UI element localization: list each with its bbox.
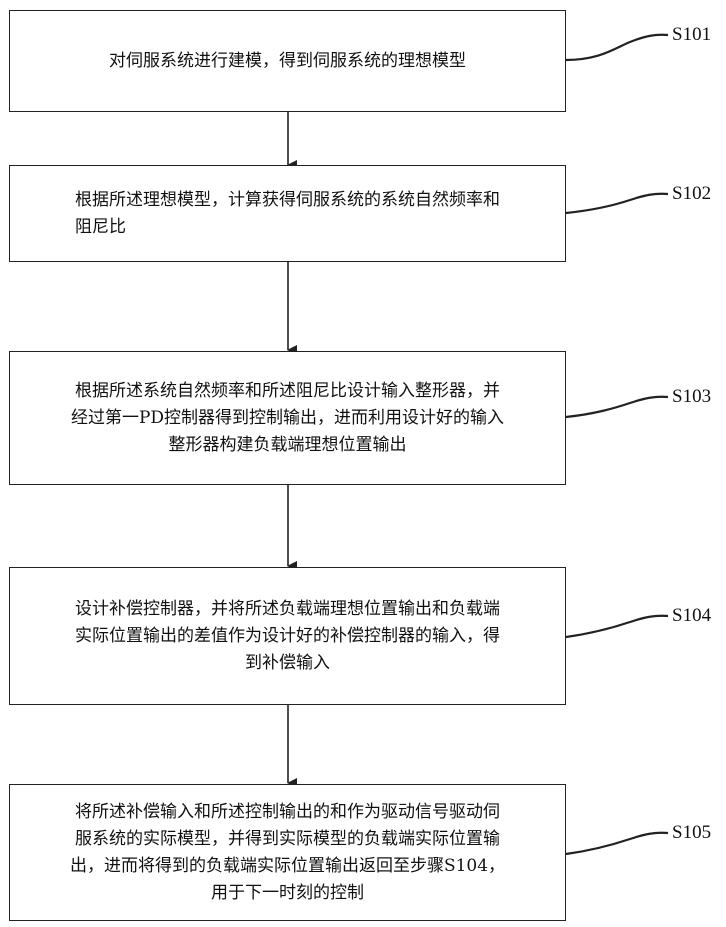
step-label-s101: S101 [672,24,711,46]
step-text-s104: 设计补偿控制器，并将所述负载端理想位置输出和负载端 实际位置输出的差值作为设计好… [75,596,500,677]
leader-s103 [566,397,668,417]
step-box-s104: 设计补偿控制器，并将所述负载端理想位置输出和负载端 实际位置输出的差值作为设计好… [9,567,566,705]
step-text-s101: 对伺服系统进行建模，得到伺服系统的理想模型 [109,48,466,75]
leader-s102 [566,194,668,213]
step-label-s104: S104 [672,605,711,627]
step-box-s103: 根据所述系统自然频率和所述阻尼比设计输入整形器，并 经过第一PD控制器得到控制输… [9,351,566,485]
step-box-s101: 对伺服系统进行建模，得到伺服系统的理想模型 [9,10,566,112]
leader-s105 [566,833,668,854]
leader-s101 [566,35,668,60]
leader-s104 [566,616,668,637]
step-label-s103: S103 [672,386,711,408]
step-box-s105: 将所述补偿输入和所述控制输出的和作为驱动信号驱动伺 服系统的实际模型，并得到实际… [9,784,566,921]
step-text-s103: 根据所述系统自然频率和所述阻尼比设计输入整形器，并 经过第一PD控制器得到控制输… [71,378,504,459]
step-label-s105: S105 [672,822,711,844]
step-text-s102: 根据所述理想模型，计算获得伺服系统的系统自然频率和 阻尼比 [75,187,500,241]
step-label-s102: S102 [672,183,711,205]
step-box-s102: 根据所述理想模型，计算获得伺服系统的系统自然频率和 阻尼比 [9,165,566,262]
step-text-s105: 将所述补偿输入和所述控制输出的和作为驱动信号驱动伺 服系统的实际模型，并得到实际… [70,799,505,907]
